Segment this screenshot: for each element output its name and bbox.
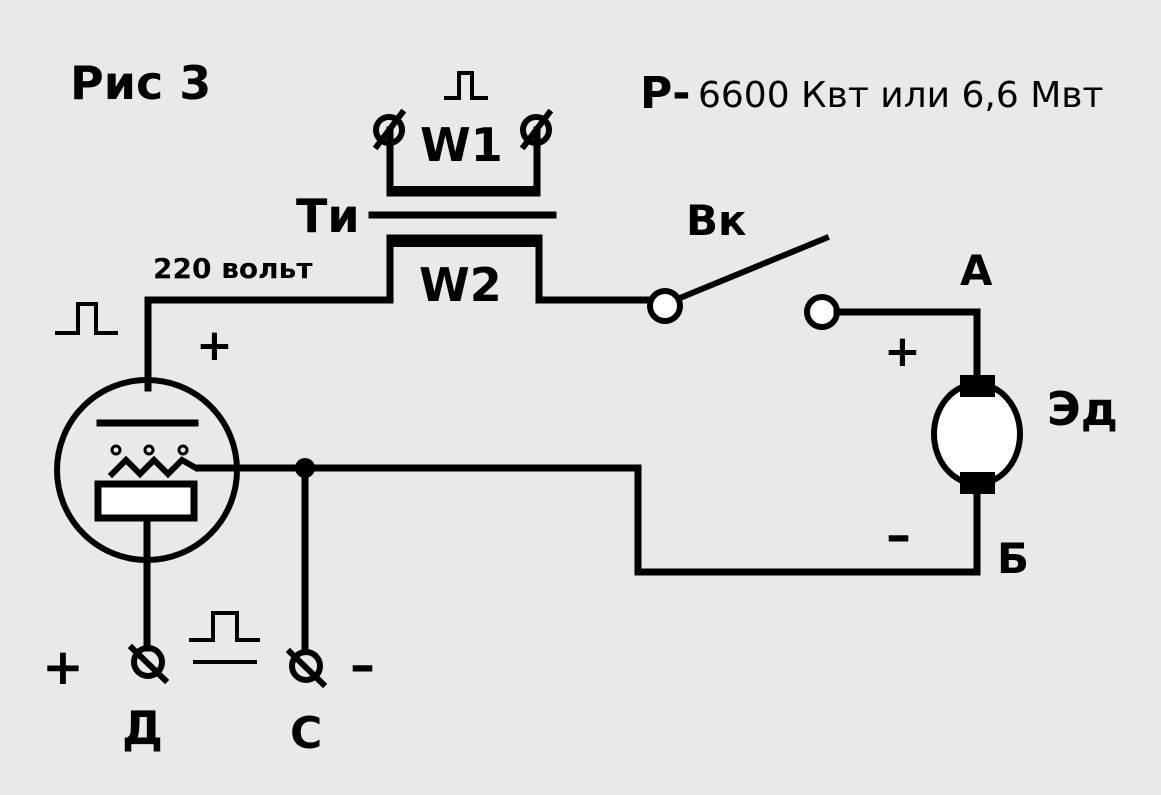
- label-transformer: Ти: [296, 189, 360, 243]
- label-voltage: 220 вольт: [153, 252, 313, 285]
- switch-icon: [647, 234, 840, 330]
- minus-sign-motor: –: [886, 506, 911, 564]
- label-switch: Вк: [686, 196, 747, 245]
- terminal-screw-icon: [127, 108, 554, 689]
- label-motor-terminal-a: А: [960, 246, 993, 295]
- label-w1: W1: [420, 118, 503, 172]
- plus-sign-tube: +: [196, 320, 233, 371]
- label-terminal-c: С: [290, 708, 323, 759]
- secondary-winding-w2: [144, 234, 654, 392]
- label-terminal-d: Д: [122, 701, 163, 755]
- plus-sign-motor: +: [884, 326, 921, 377]
- power-prefix: Р-: [640, 68, 691, 119]
- power-value: 6600 Квт или 6,6 Мвт: [698, 75, 1104, 116]
- label-motor: Эд: [1047, 382, 1118, 436]
- motor-icon: [931, 375, 1023, 494]
- figure-title: Рис 3: [70, 56, 212, 110]
- label-motor-terminal-b: Б: [997, 534, 1030, 583]
- wire-return: [196, 464, 981, 576]
- wire-to-motor-a: [833, 308, 981, 382]
- pulse-icon: [55, 71, 488, 664]
- plus-sign-terminal-d: +: [42, 638, 84, 696]
- minus-sign-terminal-c: –: [350, 636, 375, 694]
- primary-winding-w1: [386, 126, 541, 197]
- label-w2: W2: [419, 258, 502, 312]
